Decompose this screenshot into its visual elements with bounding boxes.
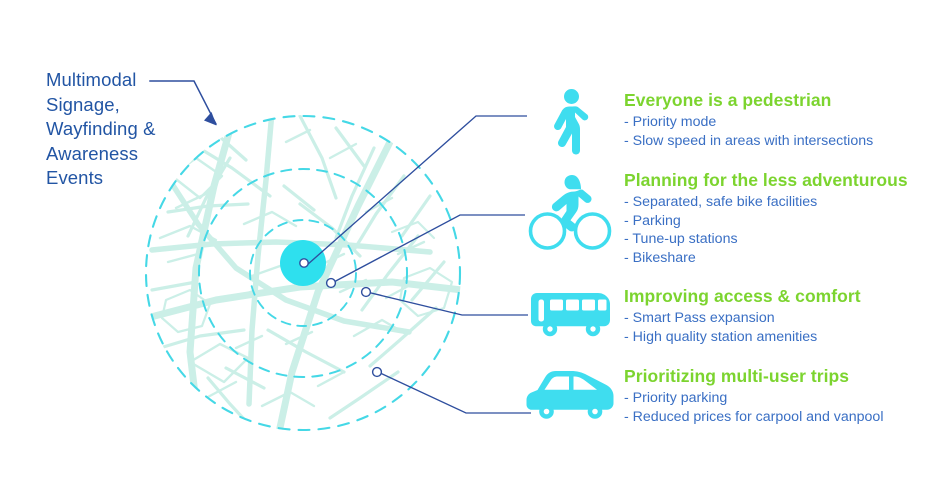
pedestrian-walking-icon [554, 89, 589, 155]
ring-outer [144, 114, 462, 432]
bus-text-block: Improving access & comfort - Smart Pass … [620, 284, 938, 346]
ring-middle [198, 168, 408, 378]
list-item: - Bikeshare [624, 249, 696, 266]
car-heading: Prioritizing multi-user trips [624, 366, 850, 386]
list-item: - Priority parking [624, 390, 728, 406]
bicycle-text-block: Planning for the less adventurous - Sepa… [620, 168, 938, 267]
car-icon-holder [520, 363, 620, 423]
street-network-basemap [145, 115, 461, 431]
origin-marker-bicycle [325, 277, 337, 289]
connector-pedestrian [306, 115, 527, 266]
origin-marker-car [371, 366, 383, 378]
list-item: - Reduced prices for carpool and vanpool [624, 408, 884, 425]
car-automobile-icon [526, 371, 614, 419]
pedestrian-heading: Everyone is a pedestrian [624, 90, 832, 110]
car-bullet-list: - Priority parking - Reduced prices for … [624, 389, 938, 426]
list-item: - Priority mode [624, 114, 717, 130]
mode-row-pedestrian: Everyone is a pedestrian - Priority mode… [520, 88, 938, 156]
origin-marker-pedestrian [299, 258, 309, 268]
car-text-block: Prioritizing multi-user trips - Priority… [620, 363, 938, 426]
concentric-rings [144, 114, 462, 432]
origin-marker-bus [360, 286, 372, 298]
mode-row-car: Prioritizing multi-user trips - Priority… [520, 363, 938, 426]
list-item: - High quality station amenities [624, 328, 818, 345]
list-item: - Parking [624, 212, 681, 229]
pedestrian-text-block: Everyone is a pedestrian - Priority mode… [620, 88, 938, 150]
mode-row-bicycle: Planning for the less adventurous - Sepa… [520, 168, 938, 267]
list-item: - Smart Pass expansion [624, 310, 775, 326]
pedestrian-icon-holder [520, 88, 620, 156]
list-item: - Slow speed in areas with intersections [624, 132, 874, 149]
multimodal-signage-caption: Multimodal Signage, Wayfinding & Awarene… [46, 69, 156, 188]
connector-bus [366, 291, 528, 316]
connector-origin-markers [299, 258, 383, 378]
transit-bus-icon [531, 293, 610, 337]
bicycle-heading: Planning for the less adventurous [624, 170, 908, 190]
bus-bullet-list: - Smart Pass expansion - High quality st… [624, 309, 938, 346]
bus-heading: Improving access & comfort [624, 286, 861, 306]
ring-inner [249, 219, 357, 327]
bicycle-icon-holder [520, 168, 620, 254]
mode-connector-lines [306, 115, 531, 414]
mode-row-bus: Improving access & comfort - Smart Pass … [520, 284, 938, 346]
bicycle-bullet-list: - Separated, safe bike facilities - Park… [624, 193, 938, 267]
list-item: - Tune-up stations [624, 231, 738, 248]
caption-leader-arrow [149, 80, 218, 126]
connector-bicycle [331, 214, 525, 284]
bus-icon-holder [520, 284, 620, 340]
connector-car [377, 371, 531, 414]
bicycle-cyclist-icon [528, 175, 612, 250]
list-item: - Separated, safe bike facilities [624, 194, 818, 210]
pedestrian-bullet-list: - Priority mode - Slow speed in areas wi… [624, 113, 938, 150]
